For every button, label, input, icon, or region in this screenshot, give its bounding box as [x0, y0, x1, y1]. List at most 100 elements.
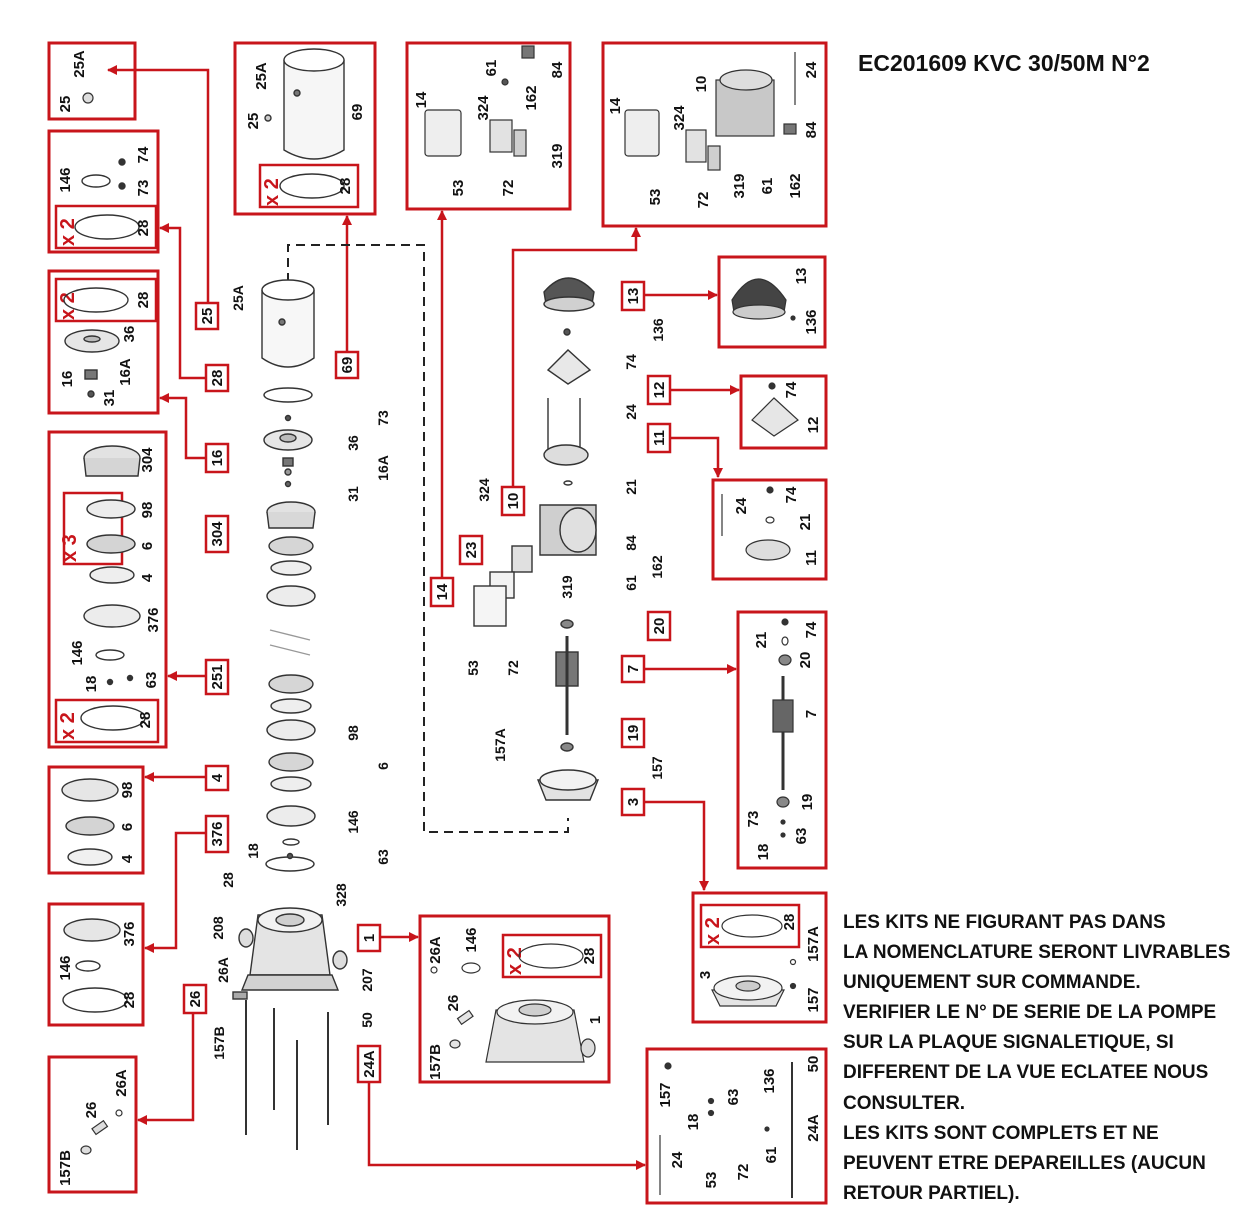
kit-label: 146 — [57, 955, 74, 980]
kit-label: 72 — [695, 192, 712, 209]
washer — [286, 852, 294, 860]
arrow-376 — [144, 831, 206, 953]
kit-label: 146 — [463, 927, 480, 952]
washer — [768, 382, 776, 390]
kit-box-4 — [47, 765, 145, 875]
kit-label: 11 — [803, 550, 820, 566]
callout-3 — [620, 787, 646, 817]
motor-flange-top — [539, 769, 597, 791]
kit-25-parts — [82, 92, 94, 104]
callout-4-label: 4 — [209, 773, 226, 782]
callout-20 — [646, 610, 672, 642]
washer — [780, 832, 786, 838]
part-label: 6 — [375, 762, 391, 770]
kit-label: 74 — [135, 146, 152, 163]
callout-376 — [204, 814, 230, 854]
kit-box-69 — [233, 41, 377, 216]
washer — [781, 618, 789, 626]
kit-box-14 — [405, 41, 572, 211]
bearing — [560, 742, 574, 752]
callout-12 — [646, 374, 672, 406]
kit-label: 376 — [145, 607, 162, 632]
screw — [790, 315, 796, 321]
kit-label: 28 — [137, 712, 154, 729]
multiplier-x2: x 2 — [504, 947, 526, 975]
callout-26-label: 26 — [187, 991, 204, 1008]
arrow-11 — [670, 436, 723, 478]
o-ring — [263, 387, 313, 403]
o-ring — [781, 636, 789, 646]
arrow-10 — [511, 227, 641, 487]
kit-label: 24 — [733, 497, 750, 514]
nut — [84, 369, 98, 380]
port-right — [580, 1038, 596, 1058]
kit-label: 28 — [135, 292, 152, 309]
washer — [789, 982, 797, 990]
kit-label: 63 — [725, 1089, 742, 1106]
kit-label: 63 — [793, 828, 810, 845]
washer — [126, 674, 134, 682]
kit-label: 376 — [121, 921, 138, 946]
pump-body-bore — [275, 913, 305, 927]
end-shield — [745, 539, 791, 561]
o-ring — [461, 962, 481, 974]
plug — [264, 114, 272, 122]
kit-label: 319 — [549, 143, 566, 168]
arrow-28 — [159, 223, 206, 380]
kit-notice: LES KITS NE FIGURANT PAS DANS LA NOMENCL… — [843, 908, 1248, 1209]
fan — [751, 397, 799, 437]
callout-69-label: 69 — [339, 357, 356, 374]
impeller-disc — [270, 698, 312, 714]
multiplier-x2: x 2 — [702, 917, 724, 945]
kit-label: 14 — [413, 91, 430, 108]
kit-box-7 — [736, 610, 828, 870]
terminal-block — [707, 145, 721, 171]
callout-23-label: 23 — [463, 542, 480, 559]
fan-cover — [731, 278, 787, 313]
part-label: 162 — [649, 555, 665, 579]
o-ring — [282, 838, 300, 846]
kit-label: 16 — [59, 371, 76, 388]
kit-box-26 — [47, 1055, 138, 1194]
part-label: 324 — [476, 478, 492, 502]
cable-gland — [783, 123, 797, 135]
kit-box-28 — [47, 129, 160, 254]
impeller — [268, 536, 314, 556]
part-label: 61 — [623, 575, 639, 591]
callout-376-label: 376 — [209, 821, 226, 846]
kit-label: 18 — [83, 676, 100, 693]
callout-23 — [458, 534, 484, 566]
kit-label: 25A — [71, 50, 88, 78]
kit-box-376 — [47, 902, 145, 1027]
callout-16-label: 16 — [209, 450, 226, 467]
bearing — [778, 654, 792, 666]
part-label: 24 — [623, 404, 639, 420]
kit-label: 26A — [427, 936, 444, 964]
kit-label: 61 — [759, 178, 776, 195]
kit-label: 84 — [549, 61, 566, 78]
o-ring — [80, 705, 146, 731]
o-ring — [721, 914, 783, 938]
kit-box-13 — [717, 255, 827, 349]
kit-label: 18 — [755, 844, 772, 861]
kit-label: 136 — [761, 1068, 778, 1093]
screw — [456, 1009, 474, 1026]
pump-stack — [232, 279, 348, 1150]
plate-hub — [279, 433, 297, 443]
kit-box-251 — [47, 430, 168, 749]
callout-69 — [334, 350, 360, 380]
callout-10-label: 10 — [505, 493, 522, 510]
kit-label: 53 — [703, 1172, 720, 1189]
kit-label: 157B — [57, 1150, 74, 1186]
notice-line: SUR LA PLAQUE SIGNALETIQUE, SI — [843, 1032, 1174, 1054]
callout-19-label: 19 — [625, 725, 642, 742]
dashed-link — [287, 244, 569, 833]
kit-label: 74 — [803, 621, 820, 638]
notice-line: CONSULTER. — [843, 1092, 966, 1114]
washer — [284, 414, 292, 422]
kit-label: 36 — [121, 326, 138, 343]
kit-label: 3 — [697, 971, 714, 979]
impeller — [268, 674, 314, 694]
kit-label: 73 — [135, 180, 152, 197]
part-label: 21 — [623, 479, 639, 495]
